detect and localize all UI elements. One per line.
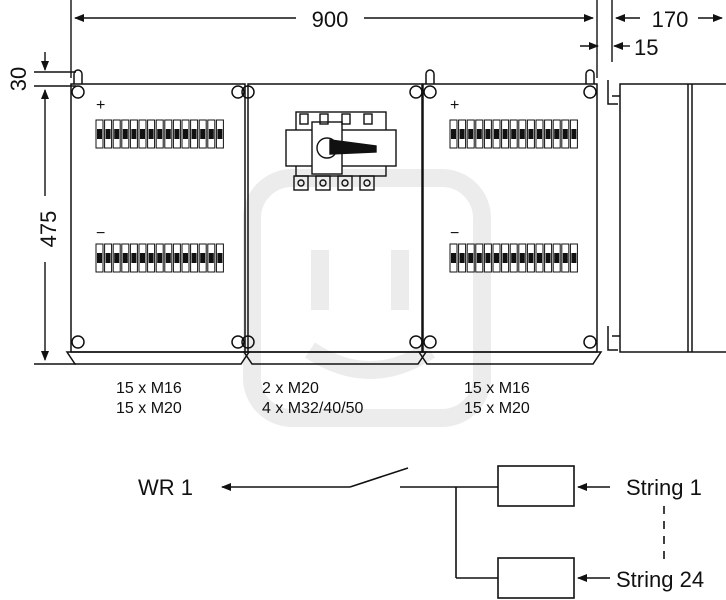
fuse-holder (528, 253, 534, 263)
fuse-holder (494, 253, 499, 263)
left-plus-label: + (96, 97, 105, 114)
fuse-holder (502, 129, 508, 139)
fuse-holder (217, 129, 223, 139)
fuse-holder (502, 253, 508, 263)
fuse-holder (200, 129, 206, 139)
fuse-holder (208, 253, 214, 263)
left-glands-line-2: 15 x M20 (116, 400, 182, 417)
fuse-holder (122, 253, 128, 263)
fuse-holder (554, 253, 560, 263)
fuse-holder (528, 129, 534, 139)
middle-glands-line-2: 4 x M32/40/50 (262, 400, 364, 417)
fuse-holder (97, 129, 102, 139)
fuse-holder (511, 129, 517, 139)
fuse-holder (174, 129, 180, 139)
fuse-holder (131, 253, 137, 263)
fuse-holder (451, 129, 456, 139)
fuse-holder (519, 129, 525, 139)
fuse-holder (105, 129, 111, 139)
fuse-holder (485, 253, 491, 263)
fuse-holder (191, 129, 197, 139)
fuse-holder (451, 253, 456, 263)
fuse-holder (476, 253, 482, 263)
dimension-top-offset (34, 52, 76, 87)
fuse-terminal-rows (95, 119, 578, 273)
string-1-label: String 1 (626, 475, 702, 500)
fuse-holder (571, 253, 577, 263)
fuse-holder (217, 253, 223, 263)
right-minus-label: − (450, 225, 459, 242)
dimension-15-label: 15 (634, 35, 658, 60)
fuse-holder (165, 253, 171, 263)
right-glands-line-1: 15 x M16 (464, 380, 530, 397)
fuse-holder (183, 129, 188, 139)
right-glands-line-2: 15 x M20 (464, 400, 530, 417)
fuse-holder (459, 253, 465, 263)
fuse-holder (208, 129, 214, 139)
fuse-holder (537, 253, 542, 263)
fuse-holder (459, 129, 465, 139)
right-plus-label: + (450, 97, 459, 114)
fuse-holder (554, 129, 560, 139)
fuse-holder (114, 253, 120, 263)
fuse-holder (494, 129, 499, 139)
fuse-holder (191, 253, 197, 263)
string-24-label: String 24 (616, 567, 704, 592)
fuse-holder (174, 253, 180, 263)
fuse-holder (140, 253, 145, 263)
dimension-30-label: 30 (6, 67, 31, 91)
fuse-holder (97, 253, 102, 263)
fuse-holder (511, 253, 517, 263)
switch-disconnector (285, 111, 397, 191)
fuse-holder (571, 129, 577, 139)
enclosure-middle (241, 83, 428, 365)
fuse-holder (562, 129, 568, 139)
dimension-900-label: 900 (312, 7, 349, 32)
enclosure-left (65, 69, 251, 365)
fuse-string-24 (497, 557, 575, 599)
fuse-holder (200, 253, 206, 263)
fuse-holder (468, 253, 474, 263)
fuse-holder (114, 129, 120, 139)
fuse-holder (545, 129, 551, 139)
fuse-holder (105, 253, 111, 263)
fuse-holder (562, 253, 568, 263)
dimension-width-total (70, 0, 598, 78)
watermark-logo (243, 169, 491, 427)
fuse-holder (476, 129, 482, 139)
fuse-holder (122, 129, 128, 139)
dimension-height (34, 89, 76, 365)
fuse-holder (165, 129, 171, 139)
fuse-holder (537, 129, 542, 139)
fuse-holder (148, 253, 154, 263)
dimension-depth (611, 0, 723, 62)
enclosure-right (417, 69, 603, 365)
fuse-holder (468, 129, 474, 139)
output-label-wr1: WR 1 (138, 475, 193, 500)
fuse-holder (519, 253, 525, 263)
middle-glands-line-1: 2 x M20 (262, 380, 319, 397)
fuse-holder (157, 253, 163, 263)
fuse-holder (131, 129, 137, 139)
fuse-holder (157, 129, 163, 139)
left-minus-label: − (96, 225, 105, 242)
fuse-holder (545, 253, 551, 263)
wiring-schematic (221, 465, 665, 599)
fuse-holder (148, 129, 154, 139)
enclosure-side-view (607, 80, 726, 353)
left-glands-line-1: 15 x M16 (116, 380, 182, 397)
fuse-holder (183, 253, 188, 263)
fuse-holder (140, 129, 145, 139)
dimension-475-label: 475 (36, 211, 61, 248)
fuse-holder (485, 129, 491, 139)
dimension-170-label: 170 (652, 7, 689, 32)
fuse-string-1 (497, 465, 575, 507)
